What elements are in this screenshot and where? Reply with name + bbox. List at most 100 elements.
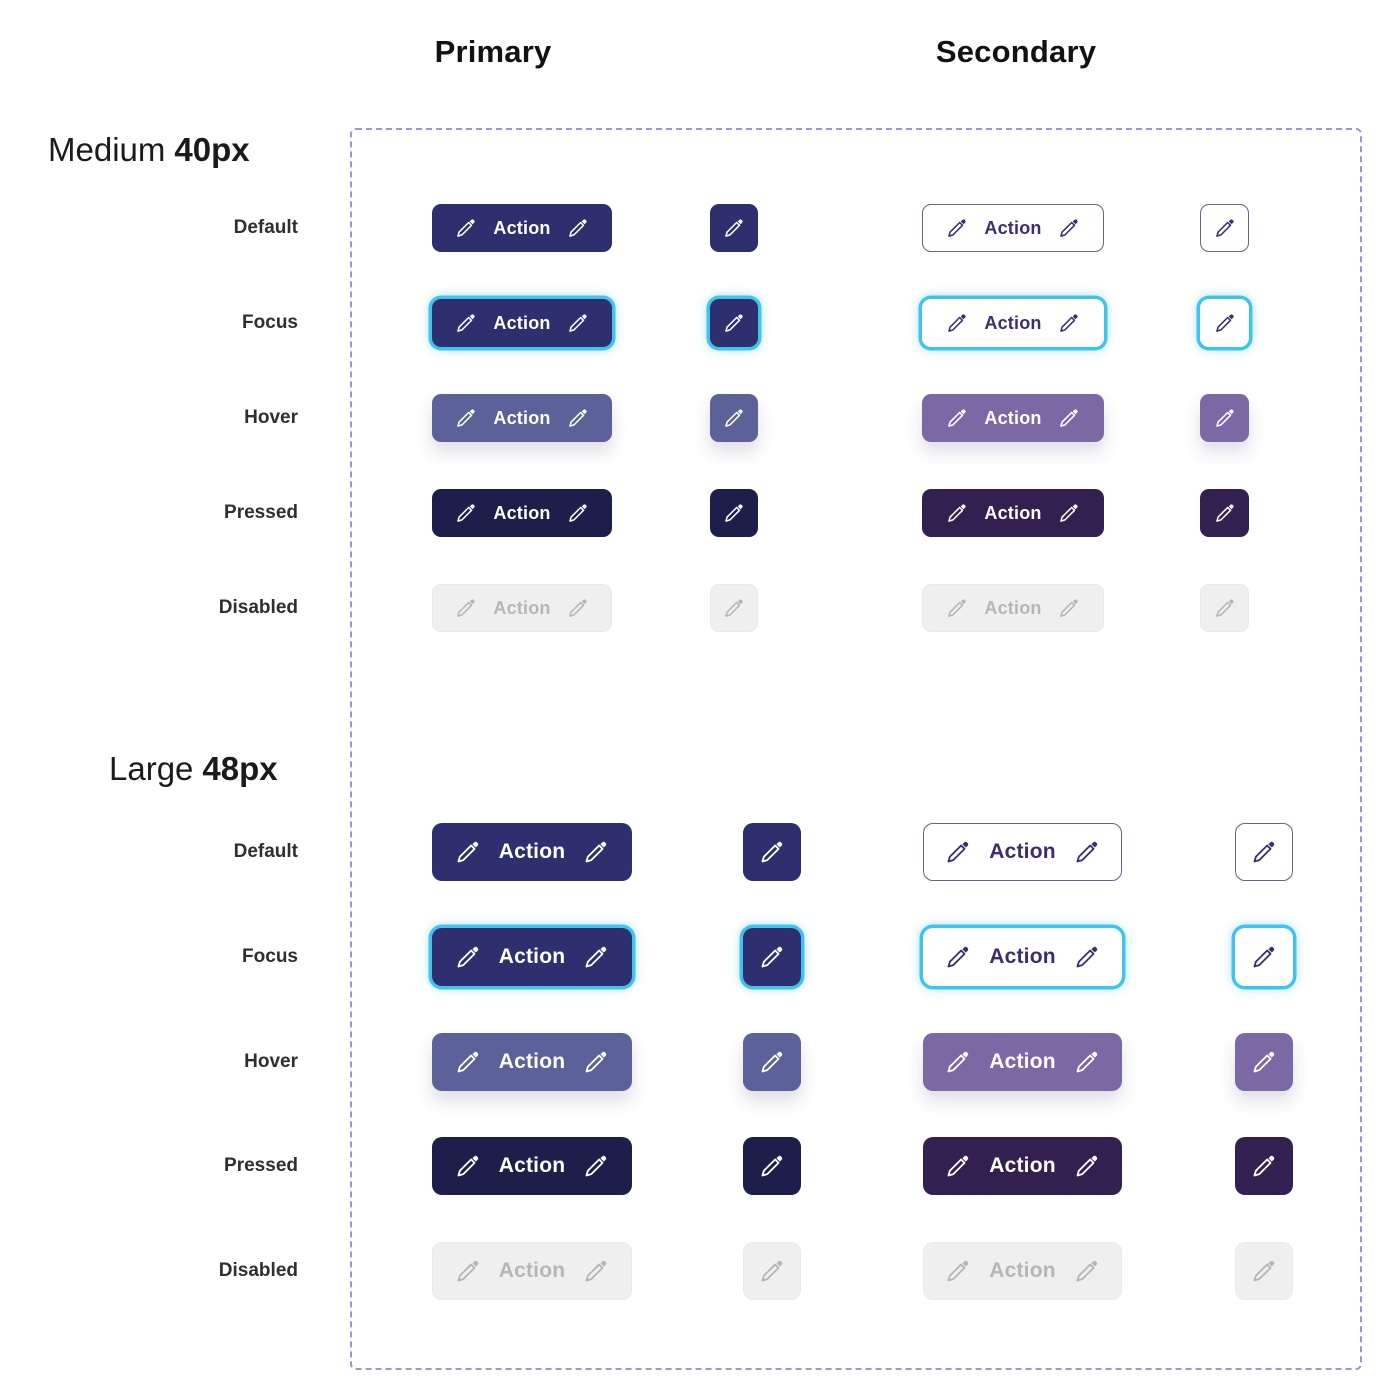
pencil-icon: [1253, 1051, 1275, 1073]
pencil-icon: [1076, 946, 1097, 968]
button-label: Action: [493, 502, 551, 523]
row-label-medium-focus: Focus: [242, 312, 298, 333]
secondary-medium-default-icon-button[interactable]: [1200, 204, 1249, 252]
row-label-large-pressed: Pressed: [224, 1155, 298, 1176]
primary-large-focus-button[interactable]: Action: [432, 928, 632, 986]
primary-medium-default-button[interactable]: Action: [432, 204, 612, 252]
secondary-large-disabled-button: Action: [923, 1242, 1122, 1300]
button-label: Action: [493, 217, 551, 238]
pencil-icon: [1215, 504, 1234, 522]
states-boundary-box: [350, 128, 1362, 1370]
button-label: Action: [498, 1259, 566, 1282]
primary-medium-pressed-icon-button[interactable]: [710, 489, 758, 537]
secondary-medium-focus-icon-button[interactable]: [1200, 299, 1249, 347]
secondary-large-default-icon-button[interactable]: [1235, 823, 1293, 881]
primary-medium-default-icon-button[interactable]: [710, 204, 758, 252]
section-name: Large: [109, 750, 194, 787]
button-label: Action: [493, 597, 551, 618]
pencil-icon: [457, 219, 476, 237]
pencil-icon: [457, 504, 476, 522]
button-label: Action: [989, 945, 1056, 968]
secondary-large-disabled-icon-button: [1235, 1242, 1293, 1300]
pencil-icon: [457, 409, 476, 427]
primary-medium-pressed-button[interactable]: Action: [432, 489, 612, 537]
primary-medium-focus-icon-button[interactable]: [710, 299, 758, 347]
secondary-large-focus-button[interactable]: Action: [923, 928, 1122, 986]
secondary-large-pressed-icon-button[interactable]: [1235, 1137, 1293, 1195]
button-label: Action: [498, 1050, 566, 1073]
secondary-medium-pressed-icon-button[interactable]: [1200, 489, 1249, 537]
secondary-medium-default-button[interactable]: Action: [922, 204, 1104, 252]
column-header-secondary: Secondary: [935, 34, 1097, 69]
pencil-icon: [947, 1051, 969, 1073]
pencil-icon: [948, 314, 967, 332]
primary-large-pressed-button[interactable]: Action: [432, 1137, 632, 1195]
primary-large-focus-icon-button[interactable]: [743, 928, 801, 986]
pencil-icon: [761, 841, 783, 863]
row-label-medium-pressed: Pressed: [224, 502, 298, 523]
row-label-medium-hover: Hover: [244, 407, 298, 428]
pencil-icon: [457, 841, 478, 863]
button-label: Action: [493, 312, 551, 333]
primary-medium-disabled-button: Action: [432, 584, 612, 632]
primary-medium-focus-button[interactable]: Action: [432, 299, 612, 347]
pencil-icon: [1215, 314, 1234, 332]
primary-large-hover-icon-button[interactable]: [743, 1033, 801, 1091]
secondary-medium-pressed-button[interactable]: Action: [922, 489, 1104, 537]
secondary-large-pressed-button[interactable]: Action: [923, 1137, 1122, 1195]
pencil-icon: [761, 1051, 783, 1073]
pencil-icon: [761, 1260, 783, 1282]
section-size: 48px: [202, 750, 278, 787]
secondary-large-focus-icon-button[interactable]: [1235, 928, 1293, 986]
button-label: Action: [498, 1154, 566, 1177]
pencil-icon: [725, 314, 743, 332]
pencil-icon: [725, 599, 743, 617]
button-label: Action: [498, 840, 566, 863]
pencil-icon: [948, 504, 967, 522]
pencil-icon: [568, 409, 587, 427]
pencil-icon: [1059, 504, 1078, 522]
primary-large-default-button[interactable]: Action: [432, 823, 632, 881]
pencil-icon: [725, 219, 743, 237]
secondary-medium-hover-button[interactable]: Action: [922, 394, 1104, 442]
primary-large-pressed-icon-button[interactable]: [743, 1137, 801, 1195]
primary-medium-hover-icon-button[interactable]: [710, 394, 758, 442]
pencil-icon: [1076, 1051, 1097, 1073]
secondary-medium-disabled-button: Action: [922, 584, 1104, 632]
pencil-icon: [585, 1155, 607, 1177]
pencil-icon: [585, 841, 607, 863]
pencil-icon: [585, 1051, 607, 1073]
pencil-icon: [457, 599, 476, 617]
primary-medium-disabled-icon-button: [710, 584, 758, 632]
column-header-primary: Primary: [434, 34, 552, 69]
pencil-icon: [947, 1260, 969, 1282]
pencil-icon: [1215, 219, 1234, 237]
pencil-icon: [947, 946, 969, 968]
row-label-medium-default: Default: [233, 217, 298, 238]
primary-large-default-icon-button[interactable]: [743, 823, 801, 881]
pencil-icon: [568, 314, 587, 332]
pencil-icon: [1253, 841, 1275, 863]
pencil-icon: [761, 946, 783, 968]
primary-medium-hover-button[interactable]: Action: [432, 394, 612, 442]
pencil-icon: [568, 599, 587, 617]
button-label: Action: [493, 407, 551, 428]
button-label: Action: [984, 502, 1042, 523]
pencil-icon: [1215, 599, 1234, 617]
secondary-large-default-button[interactable]: Action: [923, 823, 1122, 881]
pencil-icon: [568, 504, 587, 522]
button-label: Action: [989, 1259, 1056, 1282]
pencil-icon: [1076, 841, 1097, 863]
pencil-icon: [457, 1155, 478, 1177]
secondary-large-hover-button[interactable]: Action: [923, 1033, 1122, 1091]
secondary-large-hover-icon-button[interactable]: [1235, 1033, 1293, 1091]
primary-large-hover-button[interactable]: Action: [432, 1033, 632, 1091]
pencil-icon: [1215, 409, 1234, 427]
secondary-medium-focus-button[interactable]: Action: [922, 299, 1104, 347]
button-label: Action: [984, 312, 1042, 333]
button-label: Action: [984, 407, 1042, 428]
secondary-medium-hover-icon-button[interactable]: [1200, 394, 1249, 442]
section-size: 40px: [174, 131, 250, 168]
